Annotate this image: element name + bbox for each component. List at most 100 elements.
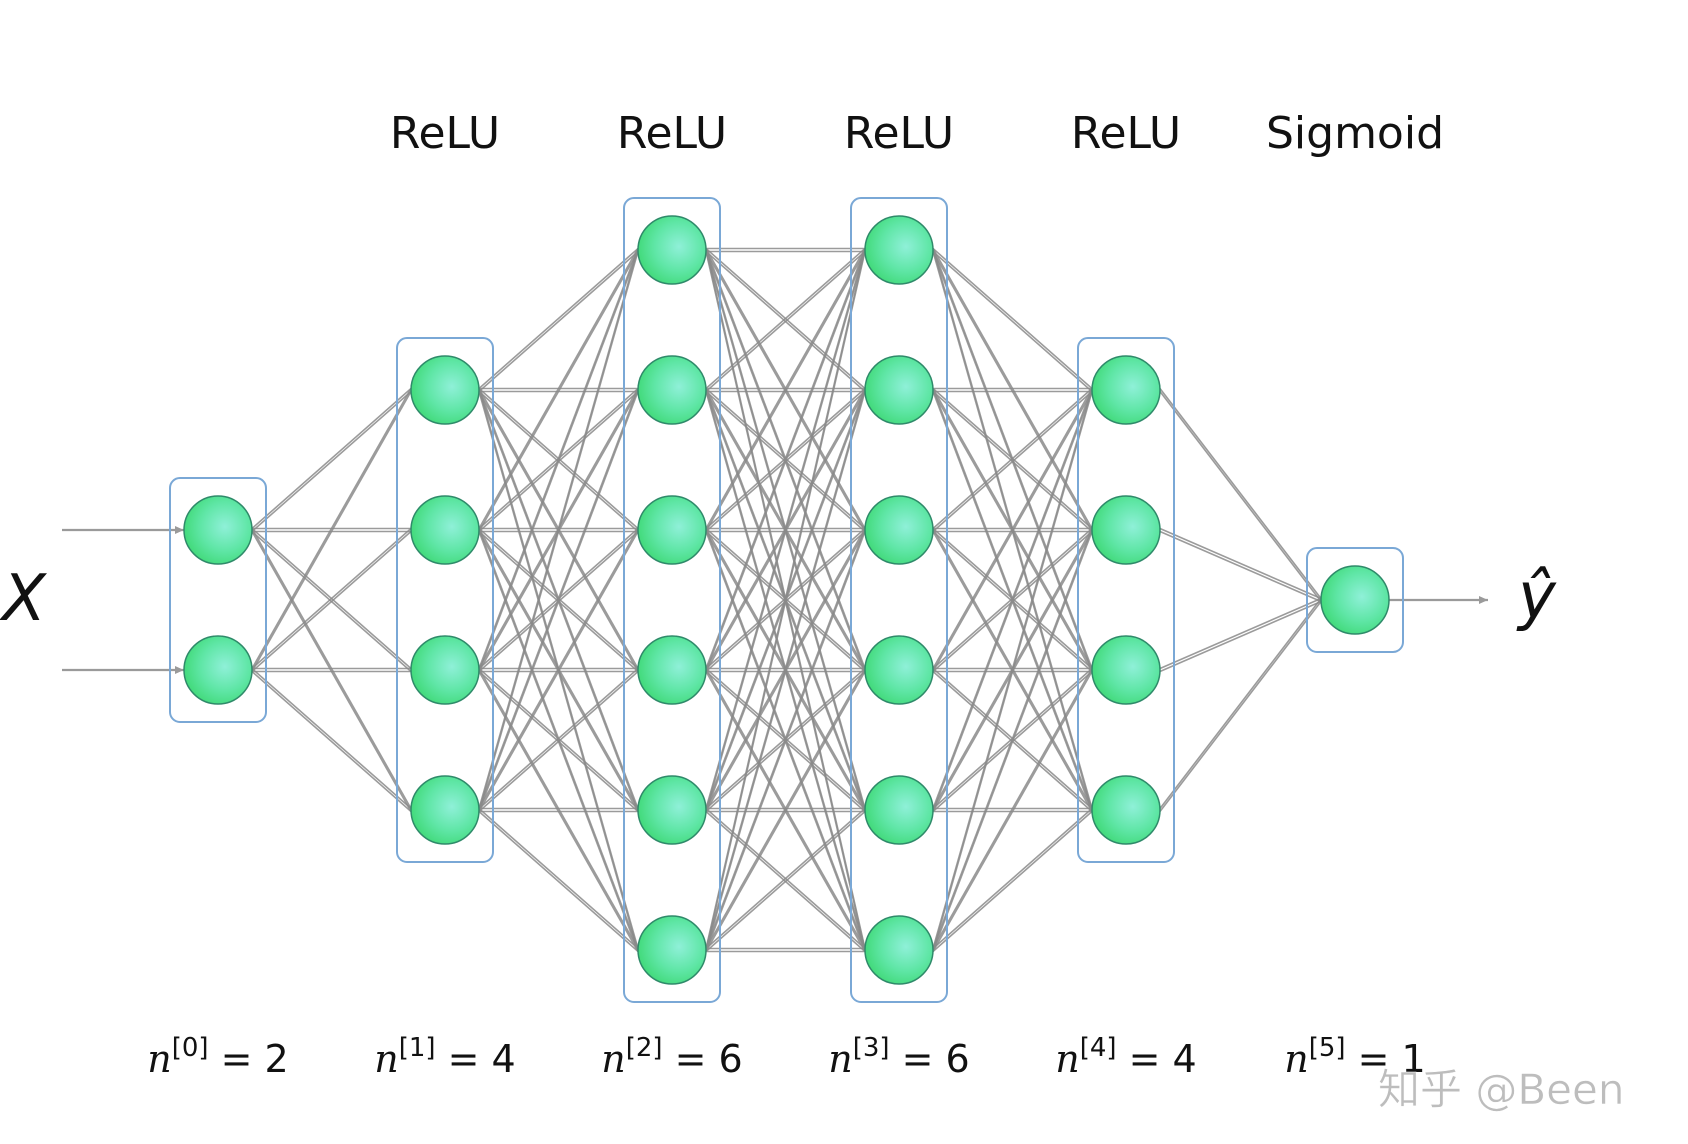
connection-l1-n3-to-l2-n5-b [478,810,639,953]
connection-l0-n1-to-l1-n0-b [251,391,412,672]
activation-label-3: ReLU [844,108,954,159]
layer-box-1 [396,337,494,863]
neuron-l0-1 [183,635,253,705]
connection-l2-n5-to-l3-n1-b [705,391,866,952]
connection-l4-n1-to-l5-n0-b [1159,530,1322,603]
neuron-l4-1 [1091,495,1161,565]
connection-l0-n1-to-l1-n1-a [251,527,412,670]
connection-l2-n3-to-l3-n0-b [705,251,866,672]
layer-size-value-0: = 2 [209,1037,289,1081]
layer-size-label-1: n[1] = 4 [374,1033,516,1081]
layer-boxes-group [169,197,1404,1003]
connection-l2-n4-to-l3-n0-b [705,251,866,812]
connection-l2-n5-to-l3-n2-a [705,528,866,949]
connection-l4-n1-to-l5-n0-a [1159,527,1322,600]
connection-l3-n2-to-l4-n0-a [932,387,1093,530]
connection-l1-n2-to-l2-n0-a [478,248,639,669]
layer-size-value-2: = 6 [663,1037,743,1081]
layer-box-5 [1306,547,1404,653]
layer-size-value-3: = 6 [890,1037,970,1081]
neuron-l2-1 [637,355,707,425]
connection-l0-n1-to-l1-n1-b [251,530,412,673]
connection-l3-n0-to-l4-n0-b [932,250,1093,393]
neuron-l1-2 [410,635,480,705]
layer-size-value-1: = 4 [436,1037,516,1081]
neuron-l1-1 [410,495,480,565]
layer-size-index-2: [2] [626,1033,663,1063]
neuron-l1-3 [410,775,480,845]
neuron-l2-0 [637,215,707,285]
connection-l1-n3-to-l2-n5-a [478,807,639,950]
layer-size-index-3: [3] [853,1033,890,1063]
connection-l1-n3-to-l2-n2-a [478,528,639,809]
connection-l3-n4-to-l4-n0-a [932,388,1093,809]
connection-l3-n5-to-l4-n3-b [932,810,1093,953]
layer-size-label-5: n[5] = 1 [1284,1033,1426,1081]
neuron-l2-3 [637,635,707,705]
layer-size-index-4: [4] [1080,1033,1117,1063]
neuron-l2-2 [637,495,707,565]
connection-l2-n5-to-l3-n4-a [705,807,866,950]
neurons-group [183,215,1390,985]
connection-l4-n0-to-l5-n0-a [1159,388,1322,599]
layer-size-label-4: n[4] = 4 [1055,1033,1197,1081]
connection-l4-n3-to-l5-n0-b [1159,601,1322,812]
connection-l0-n1-to-l1-n0-a [251,388,412,669]
connection-l2-n5-to-l3-n0-b [705,251,866,952]
neuron-l3-4 [864,775,934,845]
connection-l2-n4-to-l3-n0-a [705,248,866,809]
connections-group [251,247,1322,953]
connection-l2-n2-to-l3-n0-a [705,248,866,529]
neuron-l2-4 [637,775,707,845]
connection-l2-n5-to-l3-n4-b [705,810,866,953]
connection-l1-n3-to-l2-n3-b [478,670,639,813]
connection-l3-n3-to-l4-n0-a [932,388,1093,669]
connection-l4-n3-to-l5-n0-a [1159,598,1322,809]
connection-l2-n1-to-l3-n0-b [705,250,866,393]
connection-l4-n0-to-l5-n0-b [1159,391,1322,602]
layer-size-value-5: = 1 [1346,1037,1426,1081]
neuron-l3-0 [864,215,934,285]
input-label-x: X [0,562,47,636]
connection-l0-n1-to-l1-n3-a [251,667,412,810]
connection-l1-n3-to-l2-n0-a [478,248,639,809]
layer-size-index-1: [1] [399,1033,436,1063]
activation-label-2: ReLU [617,108,727,159]
layer-size-symbol-3: n [828,1037,852,1081]
connection-l3-n5-to-l4-n1-b [932,531,1093,952]
connection-l3-n3-to-l4-n0-b [932,391,1093,672]
connection-l3-n5-to-l4-n1-a [932,528,1093,949]
layer-box-4 [1077,337,1175,863]
neuron-l0-0 [183,495,253,565]
neuron-l3-2 [864,495,934,565]
connection-l3-n5-to-l4-n2-a [932,668,1093,949]
connection-l2-n1-to-l3-n0-a [705,247,866,390]
connection-l1-n1-to-l2-n0-a [478,248,639,529]
watermark-text: 知乎 @Been [1378,1065,1624,1114]
layer-box-2 [623,197,721,1003]
layer-size-symbol-2: n [601,1037,625,1081]
connection-l1-n3-to-l2-n0-b [478,251,639,812]
connection-l1-n3-to-l2-n1-a [478,388,639,809]
neuron-l1-0 [410,355,480,425]
connection-l1-n3-to-l2-n2-b [478,531,639,812]
connection-l3-n0-to-l4-n0-a [932,247,1093,390]
connection-l3-n2-to-l4-n0-b [932,390,1093,533]
activation-label-4: ReLU [1071,108,1181,159]
neuron-l4-0 [1091,355,1161,425]
neuron-l3-3 [864,635,934,705]
connection-l0-n0-to-l1-n0-a [251,387,412,530]
connection-l1-n0-to-l2-n0-a [478,247,639,390]
connection-l1-n0-to-l2-n0-b [478,250,639,393]
connection-l2-n2-to-l3-n0-b [705,251,866,532]
input-output-arrows [62,526,1488,674]
connection-l3-n4-to-l4-n0-b [932,391,1093,812]
neuron-l4-2 [1091,635,1161,705]
neuron-l3-5 [864,915,934,985]
layer-size-symbol-5: n [1284,1037,1308,1081]
connection-l2-n3-to-l3-n0-a [705,248,866,669]
connection-l3-n5-to-l4-n0-a [932,388,1093,949]
connection-l3-n5-to-l4-n0-b [932,391,1093,952]
layer-size-label-3: n[3] = 6 [828,1033,970,1081]
